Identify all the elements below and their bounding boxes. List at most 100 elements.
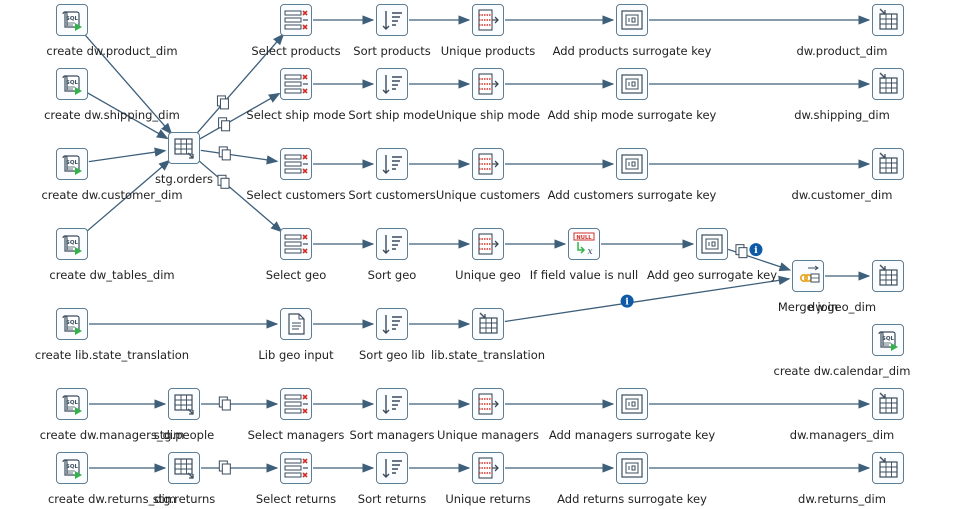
step-sk-customers[interactable] [616, 148, 648, 180]
step-sel-managers[interactable] [280, 388, 312, 420]
step-sel-geo[interactable] [280, 228, 312, 260]
step-sort-geo-lib[interactable] [376, 308, 408, 340]
step-sort-customers[interactable] [376, 148, 408, 180]
hop-stg_orders-to-sel_customers[interactable] [200, 149, 279, 165]
step-if-null[interactable]: NULL x [568, 228, 600, 260]
svg-text:i: i [754, 245, 758, 256]
step-sel-customers[interactable] [280, 148, 312, 180]
step-dw-shipping[interactable] [872, 68, 904, 100]
step-sk-products[interactable] [616, 4, 648, 36]
step-uniq-geo[interactable] [472, 228, 504, 260]
step-sk-geo[interactable] [696, 228, 728, 260]
sql-script-icon: SQL [62, 395, 82, 415]
step-create-customer[interactable]: SQL [56, 148, 88, 180]
step-merge-join[interactable] [792, 260, 824, 292]
step-create-shipping[interactable]: SQL [56, 68, 88, 100]
step-label: Select managers [247, 428, 345, 442]
step-dw-geo[interactable] [872, 260, 904, 292]
sql-script-icon: SQL [62, 315, 82, 335]
unique-rows-icon [478, 73, 499, 95]
step-label: Sort customers [348, 188, 436, 202]
table-output-icon [479, 312, 498, 334]
step-create-tables[interactable]: SQL [56, 228, 88, 260]
step-sort-managers[interactable] [376, 388, 408, 420]
svg-text:SQL: SQL [66, 160, 79, 166]
step-label: stg.orders [154, 172, 214, 186]
step-dw-managers[interactable] [872, 388, 904, 420]
sql-script-icon: SQL [62, 459, 82, 479]
hop-create_product-to-stg_orders[interactable] [82, 32, 173, 135]
step-sel-products[interactable] [280, 4, 312, 36]
copy-rows-icon[interactable] [218, 460, 231, 475]
hop-create_customer-to-stg_orders[interactable] [88, 147, 167, 163]
hop-stg_orders-to-sel_products[interactable] [194, 33, 285, 136]
step-dw-customer[interactable] [872, 148, 904, 180]
step-create-lib[interactable]: SQL [56, 308, 88, 340]
info-icon[interactable]: i [749, 243, 763, 257]
step-label: Lib geo input [258, 348, 334, 362]
step-stg-orders[interactable] [168, 132, 200, 164]
step-sel-returns[interactable] [280, 452, 312, 484]
sql-script-icon: SQL [62, 11, 82, 31]
step-dw-product[interactable] [872, 4, 904, 36]
step-label: Select customers [246, 188, 346, 202]
step-create-returns[interactable]: SQL [56, 452, 88, 484]
sort-rows-icon [382, 315, 402, 334]
unique-rows-icon [478, 153, 499, 175]
copy-rows-icon[interactable] [217, 174, 230, 189]
step-sk-managers[interactable] [616, 388, 648, 420]
step-label: Add geo surrogate key [646, 268, 778, 282]
step-label: Unique ship mode [435, 108, 541, 122]
hop-stg_orders-to-sel_geo[interactable] [196, 158, 283, 233]
table-output-icon [879, 264, 898, 286]
sort-rows-icon [382, 11, 402, 30]
step-uniq-managers[interactable] [472, 388, 504, 420]
step-stg-people[interactable] [168, 388, 200, 420]
table-input-icon [174, 458, 194, 479]
svg-text:SQL: SQL [66, 80, 79, 86]
hop-lib_state_tr-to-merge_join[interactable] [504, 275, 791, 323]
step-label: dw.shipping_dim [794, 108, 890, 122]
unique-rows-icon [478, 233, 499, 255]
svg-text:x: x [587, 247, 592, 257]
info-icon[interactable]: i [620, 294, 634, 308]
table-output-icon [879, 392, 898, 414]
step-stg-returns[interactable] [168, 452, 200, 484]
step-lib-state-tr[interactable] [472, 308, 504, 340]
select-values-icon [284, 234, 308, 254]
hop-stg_orders-to-sel_ship[interactable] [198, 92, 281, 141]
step-label: dw.managers_dim [789, 428, 895, 442]
hop-create_shipping-to-stg_orders[interactable] [86, 91, 169, 140]
step-uniq-customers[interactable] [472, 148, 504, 180]
step-sel-ship[interactable] [280, 68, 312, 100]
step-sort-geo[interactable] [376, 228, 408, 260]
step-sort-ship[interactable] [376, 68, 408, 100]
sql-script-icon: SQL [62, 155, 82, 175]
step-sort-returns[interactable] [376, 452, 408, 484]
select-values-icon [284, 458, 308, 478]
copy-rows-icon[interactable] [218, 117, 231, 132]
step-dw-returns[interactable] [872, 452, 904, 484]
hop-create_tables-to-stg_orders[interactable] [84, 159, 171, 234]
step-uniq-returns[interactable] [472, 452, 504, 484]
step-sort-products[interactable] [376, 4, 408, 36]
step-uniq-products[interactable] [472, 4, 504, 36]
surrogate-key-icon [621, 10, 643, 30]
copy-rows-icon[interactable] [218, 146, 231, 161]
step-sk-returns[interactable] [616, 452, 648, 484]
copy-rows-icon[interactable] [216, 95, 229, 110]
step-label: dw.returns_dim [798, 492, 886, 506]
copy-rows-icon[interactable] [218, 396, 231, 411]
surrogate-key-icon [701, 234, 723, 254]
step-create-calendar[interactable]: SQL [872, 324, 904, 356]
step-create-product[interactable]: SQL [56, 4, 88, 36]
step-label: create dw.customer_dim [41, 188, 183, 202]
select-values-icon [284, 10, 308, 30]
step-uniq-ship[interactable] [472, 68, 504, 100]
step-sk-ship[interactable] [616, 68, 648, 100]
copy-rows-icon[interactable] [735, 244, 748, 259]
step-lib-geo-input[interactable] [280, 308, 312, 340]
step-create-managers[interactable]: SQL [56, 388, 88, 420]
step-label: stg.people [153, 428, 215, 442]
